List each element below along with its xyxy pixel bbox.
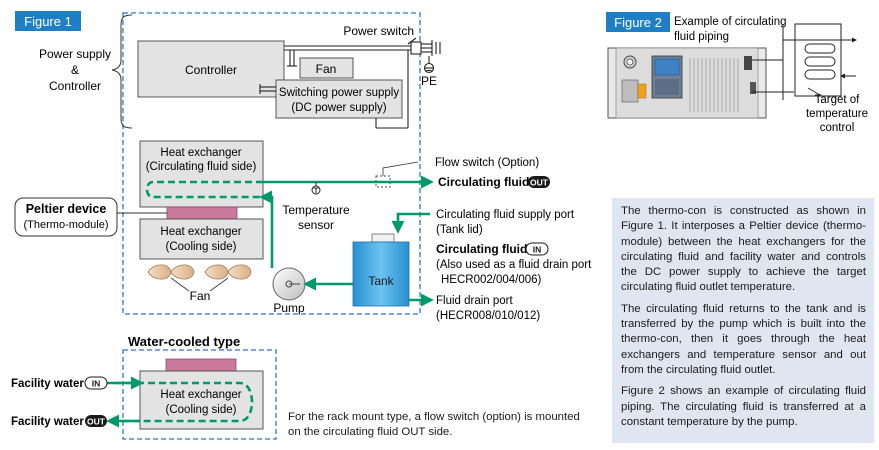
figure-2-tag: Figure 2 xyxy=(606,12,670,32)
tank-label: Tank xyxy=(368,274,394,288)
water-cooled-title: Water-cooled type xyxy=(128,334,240,349)
power-switch-label: Power switch xyxy=(343,24,414,38)
water-cooled-enclosure xyxy=(122,349,277,440)
power-supply-label: Power supply xyxy=(39,47,111,61)
heat-exchanger-cooling-side xyxy=(139,218,264,260)
fan-box xyxy=(299,57,354,79)
water-cooled-cooling-side-label: (Cooling side) xyxy=(166,404,237,416)
figure-2-caption: Example of circulating xyxy=(674,16,787,28)
fan-label: Fan xyxy=(190,289,211,303)
drain-port-label: Fluid drain port xyxy=(436,295,514,307)
flow-switch-label: Flow switch (Option) xyxy=(435,157,539,169)
circulating-fluid-side-label: (Circulating fluid side) xyxy=(146,161,257,173)
out-badge: OUT xyxy=(528,176,550,188)
tank-lid-label: (Tank lid) xyxy=(436,224,483,236)
description-paragraph-1: The thermo-con is constructed as shown i… xyxy=(621,205,866,294)
thermo-module-label: (Thermo-module) xyxy=(24,219,109,231)
switching-ps-label: Switching power supply xyxy=(279,87,399,99)
description-paragraph-3: Figure 2 shows an example of circulating… xyxy=(621,385,866,428)
circulating-loop-path xyxy=(145,180,263,199)
rack-unit-icon xyxy=(607,47,767,119)
peltier-label-box xyxy=(14,197,118,237)
facility-in-badge: IN xyxy=(84,376,108,390)
target-piping xyxy=(752,23,857,100)
heat-exchanger-cooling-label: Heat exchanger xyxy=(160,226,241,238)
facility-out-badge: OUT xyxy=(85,415,107,427)
ground-icon xyxy=(423,62,435,74)
drain-port-models-label: (HECR008/010/012) xyxy=(436,310,540,322)
drain-models-label: HECR002/004/006) xyxy=(441,274,542,286)
facility-in-badge-text: IN xyxy=(92,379,101,389)
power-switch-icon xyxy=(407,37,441,64)
controller-label: Controller xyxy=(185,63,237,77)
target-control-label: control xyxy=(820,122,855,134)
facility-water-in-label: Facility water xyxy=(11,378,84,390)
facility-water-loop xyxy=(115,381,254,423)
description-panel: The thermo-con is constructed as shown i… xyxy=(612,198,874,443)
cooling-side-label: (Cooling side) xyxy=(166,241,237,253)
power-wiring xyxy=(259,45,411,129)
fan-box-label: Fan xyxy=(316,62,337,76)
out-badge-text: OUT xyxy=(530,178,549,188)
pe-label: PE xyxy=(421,74,437,88)
power-supply-bracket xyxy=(111,14,133,129)
peltier-device-label: Peltier device xyxy=(26,202,107,216)
target-temperature-label: temperature xyxy=(806,108,868,120)
in-badge: IN xyxy=(525,242,549,256)
in-badge-text: IN xyxy=(533,245,542,255)
temperature-sensor-label: Temperature xyxy=(282,203,350,217)
fan-leader-left xyxy=(170,277,190,292)
temperature-sensor-icon xyxy=(311,182,321,195)
tank-icon xyxy=(352,233,410,307)
figure-2-tag-text: Figure 2 xyxy=(614,15,662,30)
fan-leader-right xyxy=(209,277,229,292)
pump-label: Pump xyxy=(273,301,305,315)
water-cooled-peltier xyxy=(165,358,237,372)
rack-mount-note-line-1: For the rack mount type, a flow switch (… xyxy=(288,411,580,423)
circulating-fluid-out-label: Circulating fluid xyxy=(438,175,529,189)
dc-power-supply-label: (DC power supply) xyxy=(291,102,386,114)
facility-water-out-label: Facility water xyxy=(11,416,84,428)
flow-switch-icon xyxy=(375,175,391,188)
flow-switch-leader xyxy=(382,161,419,176)
switching-power-supply-box xyxy=(275,79,403,119)
water-cooled-hx-label: Heat exchanger xyxy=(160,389,241,401)
circulating-fluid-in-label: Circulating fluid xyxy=(436,242,527,256)
description-paragraph-2: The circulating fluid returns to the tan… xyxy=(621,302,866,376)
thermo-con-enclosure xyxy=(122,12,421,315)
figure-1-tag: Figure 1 xyxy=(15,11,81,31)
facility-out-badge-text: OUT xyxy=(87,417,106,427)
pump-icon xyxy=(272,267,306,301)
target-label: Target of xyxy=(815,94,861,106)
figure-2-caption-2: fluid piping xyxy=(674,31,729,43)
ampersand-label: & xyxy=(71,63,79,77)
supply-port-label: Circulating fluid supply port xyxy=(436,209,575,221)
pump-to-exchanger-line xyxy=(259,190,274,268)
sensor-label: sensor xyxy=(298,218,334,232)
drain-use-label: (Also used as a fluid drain port xyxy=(436,259,592,271)
rack-mount-note-line-2: on the circulating fluid OUT side. xyxy=(288,426,453,438)
rack-mount-note: For the rack mount type, a flow switch (… xyxy=(288,410,608,440)
target-leader xyxy=(807,87,821,96)
heat-exchanger-fluid-label: Heat exchanger xyxy=(160,147,241,159)
figure-1-tag-text: Figure 1 xyxy=(24,14,72,29)
peltier-module xyxy=(166,206,238,220)
supply-port-line xyxy=(391,212,430,234)
fan-icon xyxy=(147,264,252,280)
controller-side-label: Controller xyxy=(49,79,101,93)
